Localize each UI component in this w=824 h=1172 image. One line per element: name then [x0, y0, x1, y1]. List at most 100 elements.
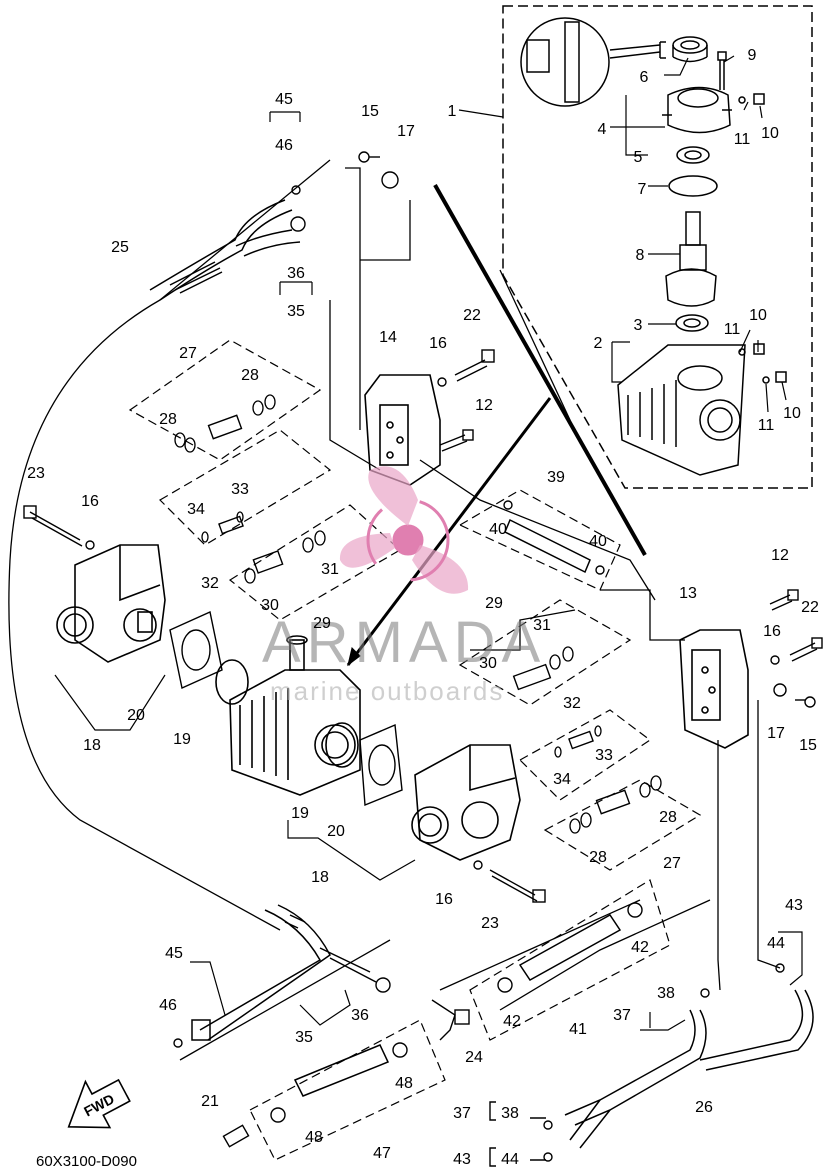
bottom-ref-brackets: [489, 1101, 546, 1167]
callout-15-b: 15: [799, 737, 817, 754]
callout-13: 13: [679, 585, 697, 602]
diagram-code: 60X3100-D090: [36, 1153, 137, 1170]
callout-46-a: 46: [275, 137, 293, 154]
callout-16-c: 16: [763, 623, 781, 640]
callout-10-b: 10: [749, 307, 767, 324]
callout-6: 6: [640, 69, 649, 86]
callout-42-a: 42: [631, 939, 649, 956]
callout-10-a: 10: [761, 125, 779, 142]
callout-32-a: 32: [201, 575, 219, 592]
carburetor-left: [56, 544, 166, 663]
hose-25: [149, 199, 301, 301]
callout-48-a: 48: [395, 1075, 413, 1092]
carburetor-right: [411, 744, 521, 861]
callout-27-a: 27: [179, 345, 197, 362]
gasket-20-center: [359, 723, 403, 807]
bolts: [23, 151, 823, 903]
callout-19-a: 19: [173, 731, 191, 748]
callout-34-a: 34: [187, 501, 205, 518]
watermark: ARMADA marine outboards: [262, 466, 546, 706]
propeller-logo: [339, 466, 469, 594]
callout-45-a: 45: [275, 91, 293, 108]
callout-44-b: 44: [501, 1151, 519, 1168]
pump-inset: [502, 5, 813, 489]
callout-38-a: 38: [657, 985, 675, 1002]
callout-2: 2: [594, 335, 603, 352]
callout-20-b: 20: [327, 823, 345, 840]
callout-37-a: 37: [613, 1007, 631, 1024]
callout-48-b: 48: [305, 1129, 323, 1146]
callout-38-b: 38: [501, 1105, 519, 1122]
callout-10-c: 10: [783, 405, 801, 422]
callout-41: 41: [569, 1021, 587, 1038]
manifold-13: [679, 629, 749, 749]
callout-42-b: 42: [503, 1013, 521, 1030]
callout-45-b: 45: [165, 945, 183, 962]
hose-41: [518, 914, 622, 981]
callout-labels: 1 2 3 4 5 6 7 8 9 10 10 10 11 11 11 12 1…: [27, 47, 819, 1168]
callout-16-d: 16: [435, 891, 453, 908]
callout-31-a: 31: [321, 561, 339, 578]
callout-16-a: 16: [429, 335, 447, 352]
callout-28-b: 28: [159, 411, 177, 428]
callout-4: 4: [598, 121, 607, 138]
callout-29-a: 29: [313, 615, 331, 632]
fwd-arrow: FWD: [67, 1078, 131, 1129]
callout-24: 24: [465, 1049, 483, 1066]
inset-leaders: [458, 55, 787, 413]
callout-12-b: 12: [771, 547, 789, 564]
callout-11-b: 11: [724, 321, 741, 338]
callout-29-b: 29: [485, 595, 503, 612]
callout-44-a: 44: [767, 935, 785, 952]
callout-34-b: 34: [553, 771, 571, 788]
callout-36-b: 36: [351, 1007, 369, 1024]
gasket-20-left: [169, 611, 223, 689]
callout-20-a: 20: [127, 707, 145, 724]
pointer-line: [346, 397, 552, 666]
clamps-washers: [85, 171, 787, 1162]
callout-47: 47: [373, 1145, 391, 1162]
callout-25: 25: [111, 239, 129, 256]
callout-22-b: 22: [801, 599, 819, 616]
o-ring-19-center: [325, 722, 359, 768]
callout-3: 3: [634, 317, 643, 334]
callout-17-b: 17: [767, 725, 785, 742]
callout-46-b: 46: [159, 997, 177, 1014]
group-brackets: [54, 111, 803, 1031]
fittings: [207, 414, 631, 1148]
o-ring-19-left: [215, 659, 249, 705]
callout-8: 8: [636, 247, 645, 264]
callout-23-a: 23: [27, 465, 45, 482]
callout-16-b: 16: [81, 493, 99, 510]
fwd-label: FWD: [81, 1090, 117, 1119]
hose-47: [293, 1044, 390, 1097]
callout-43-b: 43: [453, 1151, 471, 1168]
callout-36-a: 36: [287, 265, 305, 282]
callout-28-d: 28: [589, 849, 607, 866]
watermark-tagline: marine outboards: [270, 676, 504, 706]
callout-7: 7: [638, 181, 647, 198]
callout-39: 39: [547, 469, 565, 486]
callout-30-b: 30: [479, 655, 497, 672]
callout-30-a: 30: [261, 597, 279, 614]
callout-33-b: 33: [595, 747, 613, 764]
callout-23-b: 23: [481, 915, 499, 932]
watermark-brand: ARMADA: [262, 610, 546, 675]
hose-45: [191, 904, 377, 1041]
callout-11-c: 11: [758, 417, 775, 434]
callout-31-b: 31: [533, 617, 551, 634]
callout-43-a: 43: [785, 897, 803, 914]
callout-35-a: 35: [287, 303, 305, 320]
callout-18-b: 18: [311, 869, 329, 886]
callout-21: 21: [201, 1093, 219, 1110]
callout-14: 14: [379, 329, 397, 346]
callout-19-b: 19: [291, 805, 309, 822]
hose-39: [504, 518, 591, 574]
callout-26: 26: [695, 1099, 713, 1116]
hose-routing: [8, 159, 781, 1061]
callout-12-a: 12: [475, 397, 493, 414]
callout-15-a: 15: [361, 103, 379, 120]
callout-1: 1: [448, 103, 457, 120]
callout-9: 9: [748, 47, 757, 64]
